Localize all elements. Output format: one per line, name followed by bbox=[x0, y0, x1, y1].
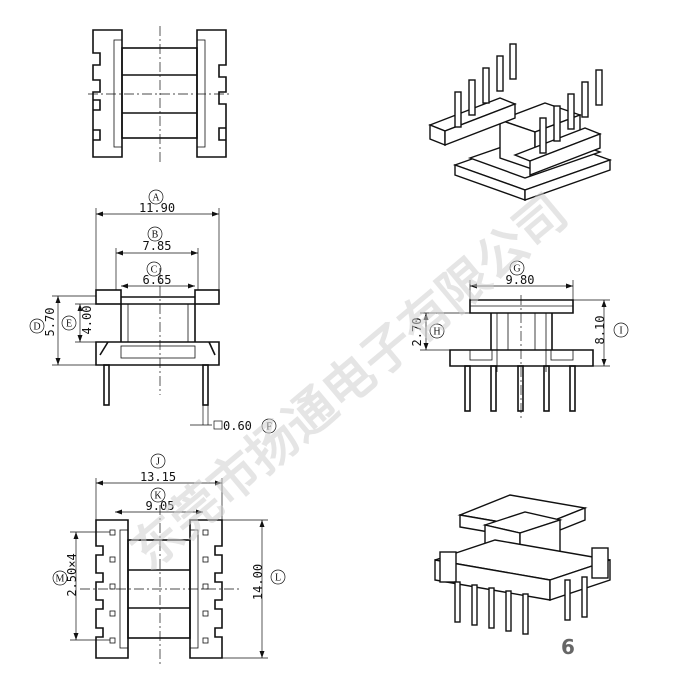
dim-j-value: 13.15 bbox=[140, 470, 176, 484]
dim-f-value: 0.60 bbox=[223, 419, 252, 433]
dim-d-letter: D bbox=[33, 322, 40, 333]
dim-d-value: 5.70 bbox=[43, 308, 57, 337]
isometric-top bbox=[428, 43, 613, 201]
front-view-dims: A 11.90 B 7.85 C 6.65 D 5.70 E 4.00 0.60… bbox=[29, 189, 277, 434]
dim-a-value: 11.90 bbox=[139, 201, 175, 215]
dim-a-letter: A bbox=[152, 193, 160, 204]
dim-h-value: 2.70 bbox=[410, 318, 424, 347]
dim-i-letter: I bbox=[619, 326, 622, 337]
side-view-dims: G 9.80 2.70 H 8.10 I bbox=[410, 260, 629, 347]
dim-l-value: 14.00 bbox=[251, 564, 265, 600]
isometric-bottom bbox=[434, 494, 611, 635]
dim-m-value: 2.50×4 bbox=[65, 553, 79, 596]
dim-h-letter: H bbox=[433, 327, 440, 338]
dim-i-value: 8.10 bbox=[593, 316, 607, 345]
dim-g-value: 9.80 bbox=[506, 273, 535, 287]
dim-k-letter: K bbox=[154, 491, 162, 502]
side-view bbox=[420, 280, 610, 418]
dim-g-letter: G bbox=[513, 264, 520, 275]
dim-f-letter: F bbox=[266, 422, 272, 433]
dim-c-letter: C bbox=[151, 265, 158, 276]
bottom-view-dims: J 13.15 K 9.05 14.00 L M 2.50×4 bbox=[52, 453, 286, 600]
top-view bbox=[88, 26, 232, 163]
dim-c-value: 6.65 bbox=[143, 273, 172, 287]
dim-m-letter: M bbox=[56, 574, 65, 585]
dim-b-letter: B bbox=[152, 230, 159, 241]
dim-b-value: 7.85 bbox=[143, 239, 172, 253]
bottom-view bbox=[70, 478, 268, 665]
dim-j-letter: J bbox=[156, 457, 160, 468]
dim-k-value: 9.05 bbox=[146, 499, 175, 513]
dim-l-letter: L bbox=[275, 573, 281, 584]
dim-e-value: 4.00 bbox=[80, 306, 94, 335]
dim-e-letter: E bbox=[66, 319, 72, 330]
page-number: 6 bbox=[561, 635, 575, 659]
front-view bbox=[52, 208, 220, 426]
